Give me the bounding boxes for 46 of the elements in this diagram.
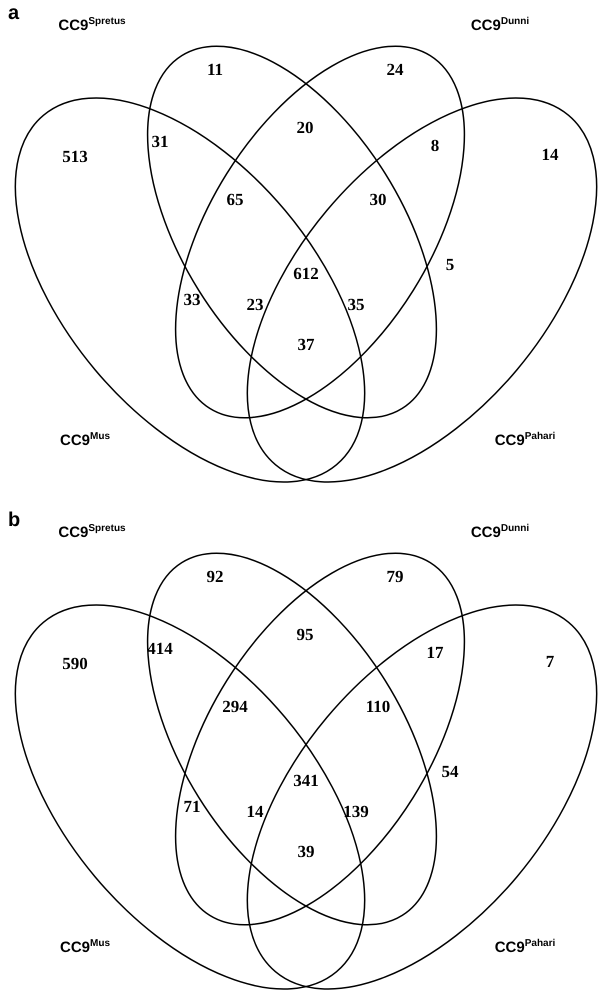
set-label: CC9$^{Mus}$ xyxy=(60,938,110,956)
set-ellipse xyxy=(246,97,598,483)
region-count: 7 xyxy=(546,652,554,672)
region-count: 95 xyxy=(296,625,314,645)
region-count: 31 xyxy=(152,132,168,152)
set-label: CC9$^{Pahari}$ xyxy=(494,431,556,449)
set-ellipse xyxy=(175,552,465,926)
set-label: CC9$^{Spretus}$ xyxy=(58,16,126,34)
region-count: 79 xyxy=(386,567,404,587)
region-count: 612 xyxy=(293,264,319,284)
set-ellipse xyxy=(246,604,598,990)
region-count: 341 xyxy=(293,771,319,791)
set-label: CC9$^{Spretus}$ xyxy=(58,523,126,541)
region-count: 17 xyxy=(426,643,444,663)
set-label: CC9$^{Pahari}$ xyxy=(494,938,556,956)
region-count: 14 xyxy=(542,145,558,165)
set-label: CC9$^{Dunni}$ xyxy=(470,523,530,541)
region-count: 39 xyxy=(298,842,314,862)
region-count: 24 xyxy=(386,60,404,80)
region-count: 294 xyxy=(222,697,248,717)
region-count: 30 xyxy=(370,190,386,210)
panel-letter: a xyxy=(8,2,20,25)
region-count: 5 xyxy=(446,255,454,275)
set-ellipse xyxy=(14,97,366,483)
region-count: 20 xyxy=(296,118,314,138)
region-count: 139 xyxy=(343,802,369,822)
region-count: 71 xyxy=(184,797,200,817)
region-count: 23 xyxy=(246,295,264,315)
region-count: 54 xyxy=(442,762,458,782)
region-count: 92 xyxy=(206,567,224,587)
set-label: CC9$^{Dunni}$ xyxy=(470,16,530,34)
region-count: 590 xyxy=(62,654,88,674)
panel-letter: b xyxy=(8,509,20,532)
region-count: 513 xyxy=(62,147,88,167)
region-count: 8 xyxy=(430,136,440,156)
region-count: 65 xyxy=(226,190,244,210)
set-ellipse xyxy=(175,46,465,418)
region-count: 35 xyxy=(348,295,364,315)
region-count: 11 xyxy=(206,60,224,80)
set-label: CC9$^{Mus}$ xyxy=(60,431,110,449)
region-count: 37 xyxy=(298,335,314,355)
region-count: 14 xyxy=(246,802,264,822)
region-count: 33 xyxy=(184,290,200,310)
region-count: 414 xyxy=(147,639,173,659)
region-count: 110 xyxy=(366,697,390,717)
set-ellipse xyxy=(147,46,437,418)
